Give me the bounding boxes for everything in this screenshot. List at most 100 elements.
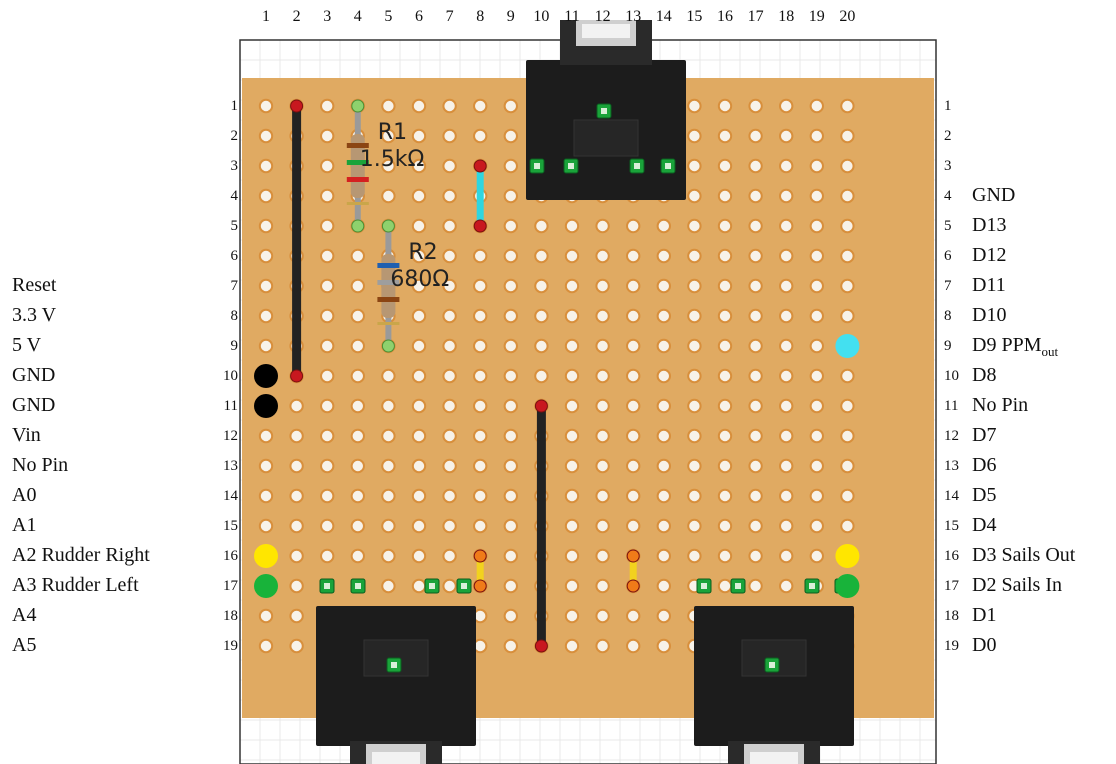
hole [717,158,733,174]
hole [503,608,518,624]
hole [381,98,396,114]
hole [717,248,733,264]
left-pin-label: A4 [12,604,37,626]
hole [809,488,824,504]
hole [595,248,610,264]
hole [289,608,304,624]
hole [564,368,580,384]
hole [564,308,580,324]
hole [289,578,304,594]
hole [748,488,763,504]
hole [809,548,824,564]
hole [473,368,488,384]
right-pin-text: D12 [972,244,1007,266]
hole [809,428,824,444]
hole [350,488,365,504]
right-pin-label: D5 [972,484,996,507]
row-number-right: 10 [944,368,959,384]
hole [840,278,855,294]
hole [809,218,824,234]
hole [442,98,457,114]
resistor-2-band [377,263,400,268]
hole [320,128,335,144]
hole [381,158,396,174]
left-pin-label: No Pin [12,454,69,476]
hole [626,458,641,474]
row-number-right: 8 [944,308,952,324]
hole [564,248,580,264]
hole [381,368,396,384]
hole [442,158,457,174]
hole [442,548,457,564]
resistor-1-band [346,202,369,205]
right-pin-text: D9 PPM [972,334,1042,356]
column-number: 17 [747,8,764,25]
hole [779,578,794,594]
hole [809,338,824,354]
right-pin-text: D11 [972,274,1006,296]
jack-pad-hole [665,163,671,169]
hole [503,398,518,414]
hole [687,458,702,474]
right-pin-label: D8 [972,364,996,387]
row-number-left: 12 [223,428,238,444]
hole [503,368,518,384]
row-number-right: 13 [944,458,959,474]
left-pin-label: GND [12,364,56,386]
resistor-pin [381,219,395,233]
column-number: 3 [323,8,332,25]
resistor-pin [381,339,395,353]
row-number-right: 6 [944,248,952,264]
hole [320,368,335,384]
hole [656,428,671,444]
hole [258,278,274,294]
hole [289,458,304,474]
hole [473,278,488,294]
row-number-left: 16 [223,548,238,564]
hole [564,578,580,594]
hole [779,308,794,324]
row-number-left: 7 [230,278,239,294]
hole [350,248,365,264]
hole [473,128,488,144]
hole [687,248,702,264]
resistor-2-name: R2 [408,240,437,265]
resistor-1-band [346,160,369,165]
hole [595,218,610,234]
hole [626,518,641,534]
hole [748,518,763,534]
hole [748,338,763,354]
hole [534,308,549,324]
hole [258,128,274,144]
hole [779,278,794,294]
jack-pad-hole [701,583,707,589]
hole [687,218,702,234]
hole [258,98,274,114]
right-pin-text: GND [972,184,1016,206]
hole [748,308,763,324]
hole [381,428,396,444]
column-number: 20 [839,8,856,25]
pin-marker-2 [254,394,278,418]
hole [840,488,855,504]
audio-jack-top-part [582,24,630,38]
hole [564,428,580,444]
hole [381,548,396,564]
left-pin-label: A1 [12,514,37,536]
hole [473,428,488,444]
resistor-2-band [377,297,400,302]
row-number-right: 19 [944,638,959,654]
hole [840,428,855,444]
hole [687,128,702,144]
hole [258,488,274,504]
hole [626,368,641,384]
hole [809,368,824,384]
resistor-2-band [377,280,400,285]
hole [595,398,610,414]
hole [656,488,671,504]
hole [320,158,335,174]
hole [717,398,733,414]
right-pin-text: D7 [972,424,997,446]
hole [656,308,671,324]
jack-pad-hole [534,163,540,169]
